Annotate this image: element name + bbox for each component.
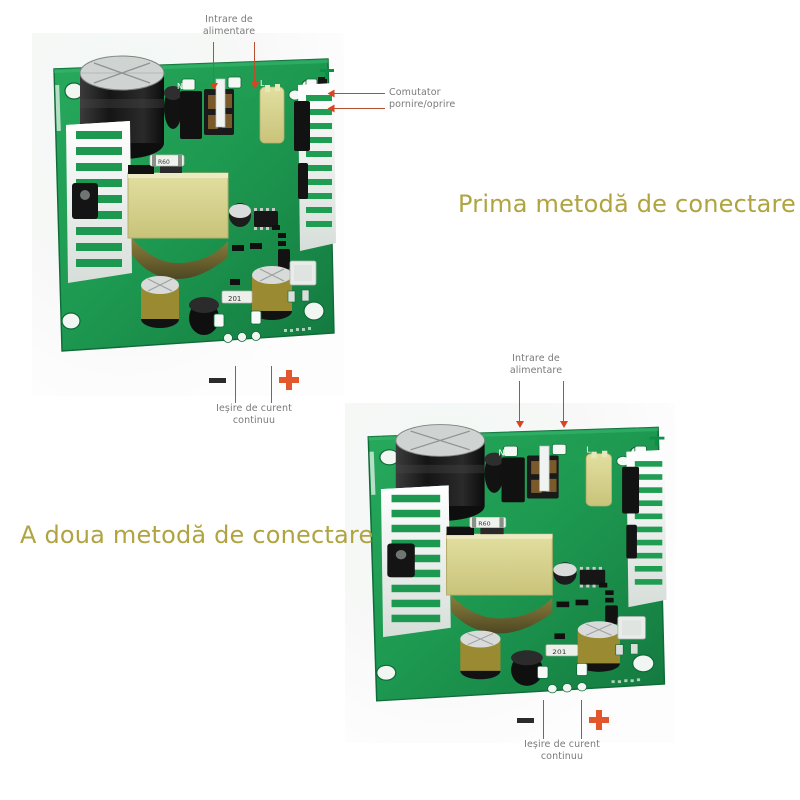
arrowhead-switch-bottom-one bbox=[327, 104, 335, 113]
svg-text:L: L bbox=[260, 79, 265, 88]
annotation-dc-output-two: Ieșire de curent continuu bbox=[524, 739, 600, 762]
annotation-power-input-two: Intrare de alimentare bbox=[509, 353, 563, 376]
polarity-negative-two bbox=[517, 718, 534, 723]
leader-line-dc-positive-one bbox=[271, 366, 272, 403]
annotation-power-switch-one: Comutator pornire/oprire bbox=[389, 87, 456, 110]
arrowhead-power-input-n-two bbox=[516, 421, 524, 428]
arrowhead-power-input-n-one bbox=[210, 83, 218, 90]
leader-line-dc-positive-two bbox=[581, 700, 582, 739]
polarity-negative-one bbox=[209, 378, 226, 383]
leader-line-power-input-n-two bbox=[519, 381, 520, 422]
leader-line-dc-negative-two bbox=[543, 700, 544, 739]
svg-text:L: L bbox=[586, 446, 591, 454]
polarity-positive-one bbox=[279, 370, 299, 390]
svg-text:201: 201 bbox=[552, 648, 566, 656]
arrowhead-power-input-l-two bbox=[560, 421, 568, 428]
arrowhead-power-input-l-one bbox=[251, 82, 259, 89]
leader-line-power-input-l-two bbox=[563, 381, 564, 422]
annotation-power-input-one: Intrare de alimentare bbox=[202, 14, 256, 37]
power-supply-board-photo-two: N L bbox=[345, 403, 675, 743]
leader-line-power-input-l-one bbox=[254, 42, 255, 83]
pcb-illustration-two: N L bbox=[367, 424, 667, 702]
heading-second-method: A doua metodă de conectare bbox=[20, 521, 374, 549]
svg-text:201: 201 bbox=[228, 295, 241, 303]
svg-text:N: N bbox=[498, 449, 504, 457]
leader-line-dc-negative-one bbox=[235, 366, 236, 403]
power-supply-board-photo-one: N L bbox=[32, 33, 344, 396]
heading-first-method: Prima metodă de conectare bbox=[458, 190, 797, 218]
arrowhead-switch-top-one bbox=[327, 89, 335, 98]
svg-text:R60: R60 bbox=[158, 159, 170, 166]
leader-line-switch-bottom-one bbox=[329, 108, 385, 109]
leader-line-switch-top-one bbox=[329, 93, 385, 94]
svg-text:N: N bbox=[177, 82, 183, 91]
leader-line-power-input-n-one bbox=[213, 42, 214, 84]
pcb-illustration-one: N L bbox=[53, 55, 336, 352]
polarity-positive-two bbox=[589, 710, 609, 730]
annotation-dc-output-one: Ieșire de curent continuu bbox=[216, 403, 292, 426]
svg-text:R60: R60 bbox=[478, 521, 491, 528]
